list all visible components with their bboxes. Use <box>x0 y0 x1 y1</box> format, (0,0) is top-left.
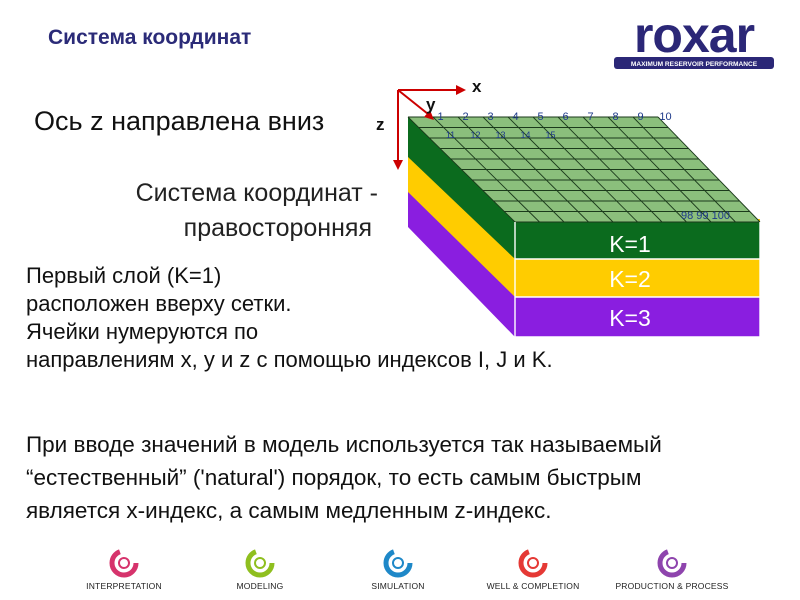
footer-item: WELL & COMPLETION <box>458 548 608 591</box>
layer-label-k1: K=1 <box>609 231 651 257</box>
grid-line-x <box>632 116 736 223</box>
cell-number: 7 <box>587 111 593 123</box>
layer-k1-front <box>515 222 760 259</box>
end-cell-numbers: 98 99 100 <box>681 210 730 222</box>
footer-item-label: MODELING <box>236 581 284 591</box>
right-handed-statement: Система координат - правосторонняя <box>60 176 378 246</box>
grid-line-x <box>657 116 761 223</box>
cell-number: 14 <box>520 130 530 140</box>
cell-number: 4 <box>512 111 518 123</box>
footer-item: MODELING <box>185 548 335 591</box>
grid-line-x <box>582 116 687 223</box>
paragraph-line: направлениям x, y и z с помощью индексов… <box>26 347 553 372</box>
cell-number: 12 <box>470 130 480 140</box>
footer-item-label: PRODUCTION & PROCESS <box>615 581 729 591</box>
y-axis-arrow <box>397 89 429 115</box>
layer-k1-side <box>408 117 515 259</box>
cell-number: 3 <box>487 111 493 123</box>
paragraph-line: “естественный” ('natural') порядок, то е… <box>26 465 642 490</box>
y-axis-label: y <box>426 95 436 114</box>
cell-number: 8 <box>612 111 618 123</box>
x-axis-label: x <box>472 77 482 96</box>
right-handed-line: правосторонняя <box>183 214 372 242</box>
modeling-icon <box>245 548 275 578</box>
layer-label-k2: K=2 <box>609 266 651 292</box>
paragraph-line: является x-индекс, а самым медленным z-и… <box>26 498 552 523</box>
page-title: Система координат <box>48 26 252 49</box>
cell-number: 11 <box>446 130 455 140</box>
grid-lines <box>407 116 761 223</box>
layer-numbering-paragraph: Первый слой (K=1) расположен вверху сетк… <box>26 262 696 374</box>
logo-tagline: MAXIMUM RESERVOIR PERFORMANCE <box>631 61 758 68</box>
roxar-logo: roxar MAXIMUM RESERVOIR PERFORMANCE <box>614 10 774 69</box>
simulation-icon <box>383 548 413 578</box>
cell-number: 9 <box>637 111 643 123</box>
layer-k3-side <box>408 190 515 337</box>
production-process-icon <box>657 548 687 578</box>
footer-item-label: INTERPRETATION <box>86 581 162 591</box>
natural-order-paragraph: При вводе значений в модель используется… <box>26 428 786 527</box>
cell-number: 2 <box>462 111 468 123</box>
z-axis-statement: Ось z направлена вниз <box>34 106 325 136</box>
cell-number: 5 <box>537 111 543 123</box>
well-completion-icon <box>518 548 548 578</box>
interpretation-icon <box>109 548 139 578</box>
paragraph-line: Первый слой (K=1) <box>26 263 222 288</box>
footer-process-bar: INTERPRETATION MODELING SIMULATION WELL & C… <box>0 548 800 600</box>
cell-number: 6 <box>562 111 568 123</box>
paragraph-line: расположен вверху сетки. <box>26 291 292 316</box>
logo-wordmark: roxar <box>634 10 755 63</box>
layer-k2-side <box>408 152 515 297</box>
grid-line-x <box>607 116 712 223</box>
cell-number: 10 <box>659 111 671 123</box>
footer-item-label: SIMULATION <box>371 581 425 591</box>
cell-number: 13 <box>495 130 505 140</box>
right-handed-line: Система координат - <box>135 179 378 207</box>
cell-number: 15 <box>545 130 555 140</box>
paragraph-line: Ячейки нумеруются по <box>26 319 259 344</box>
layer-label-k3: K=3 <box>609 305 651 331</box>
footer-item: INTERPRETATION <box>49 548 199 591</box>
footer-item-label: WELL & COMPLETION <box>486 581 580 591</box>
cell-number: 1 <box>437 111 443 123</box>
z-axis-label: z <box>376 115 385 134</box>
grid-line-x <box>557 116 663 223</box>
paragraph-line: При вводе значений в модель используется… <box>26 432 662 457</box>
footer-item: PRODUCTION & PROCESS <box>597 548 747 591</box>
footer-item: SIMULATION <box>323 548 473 591</box>
